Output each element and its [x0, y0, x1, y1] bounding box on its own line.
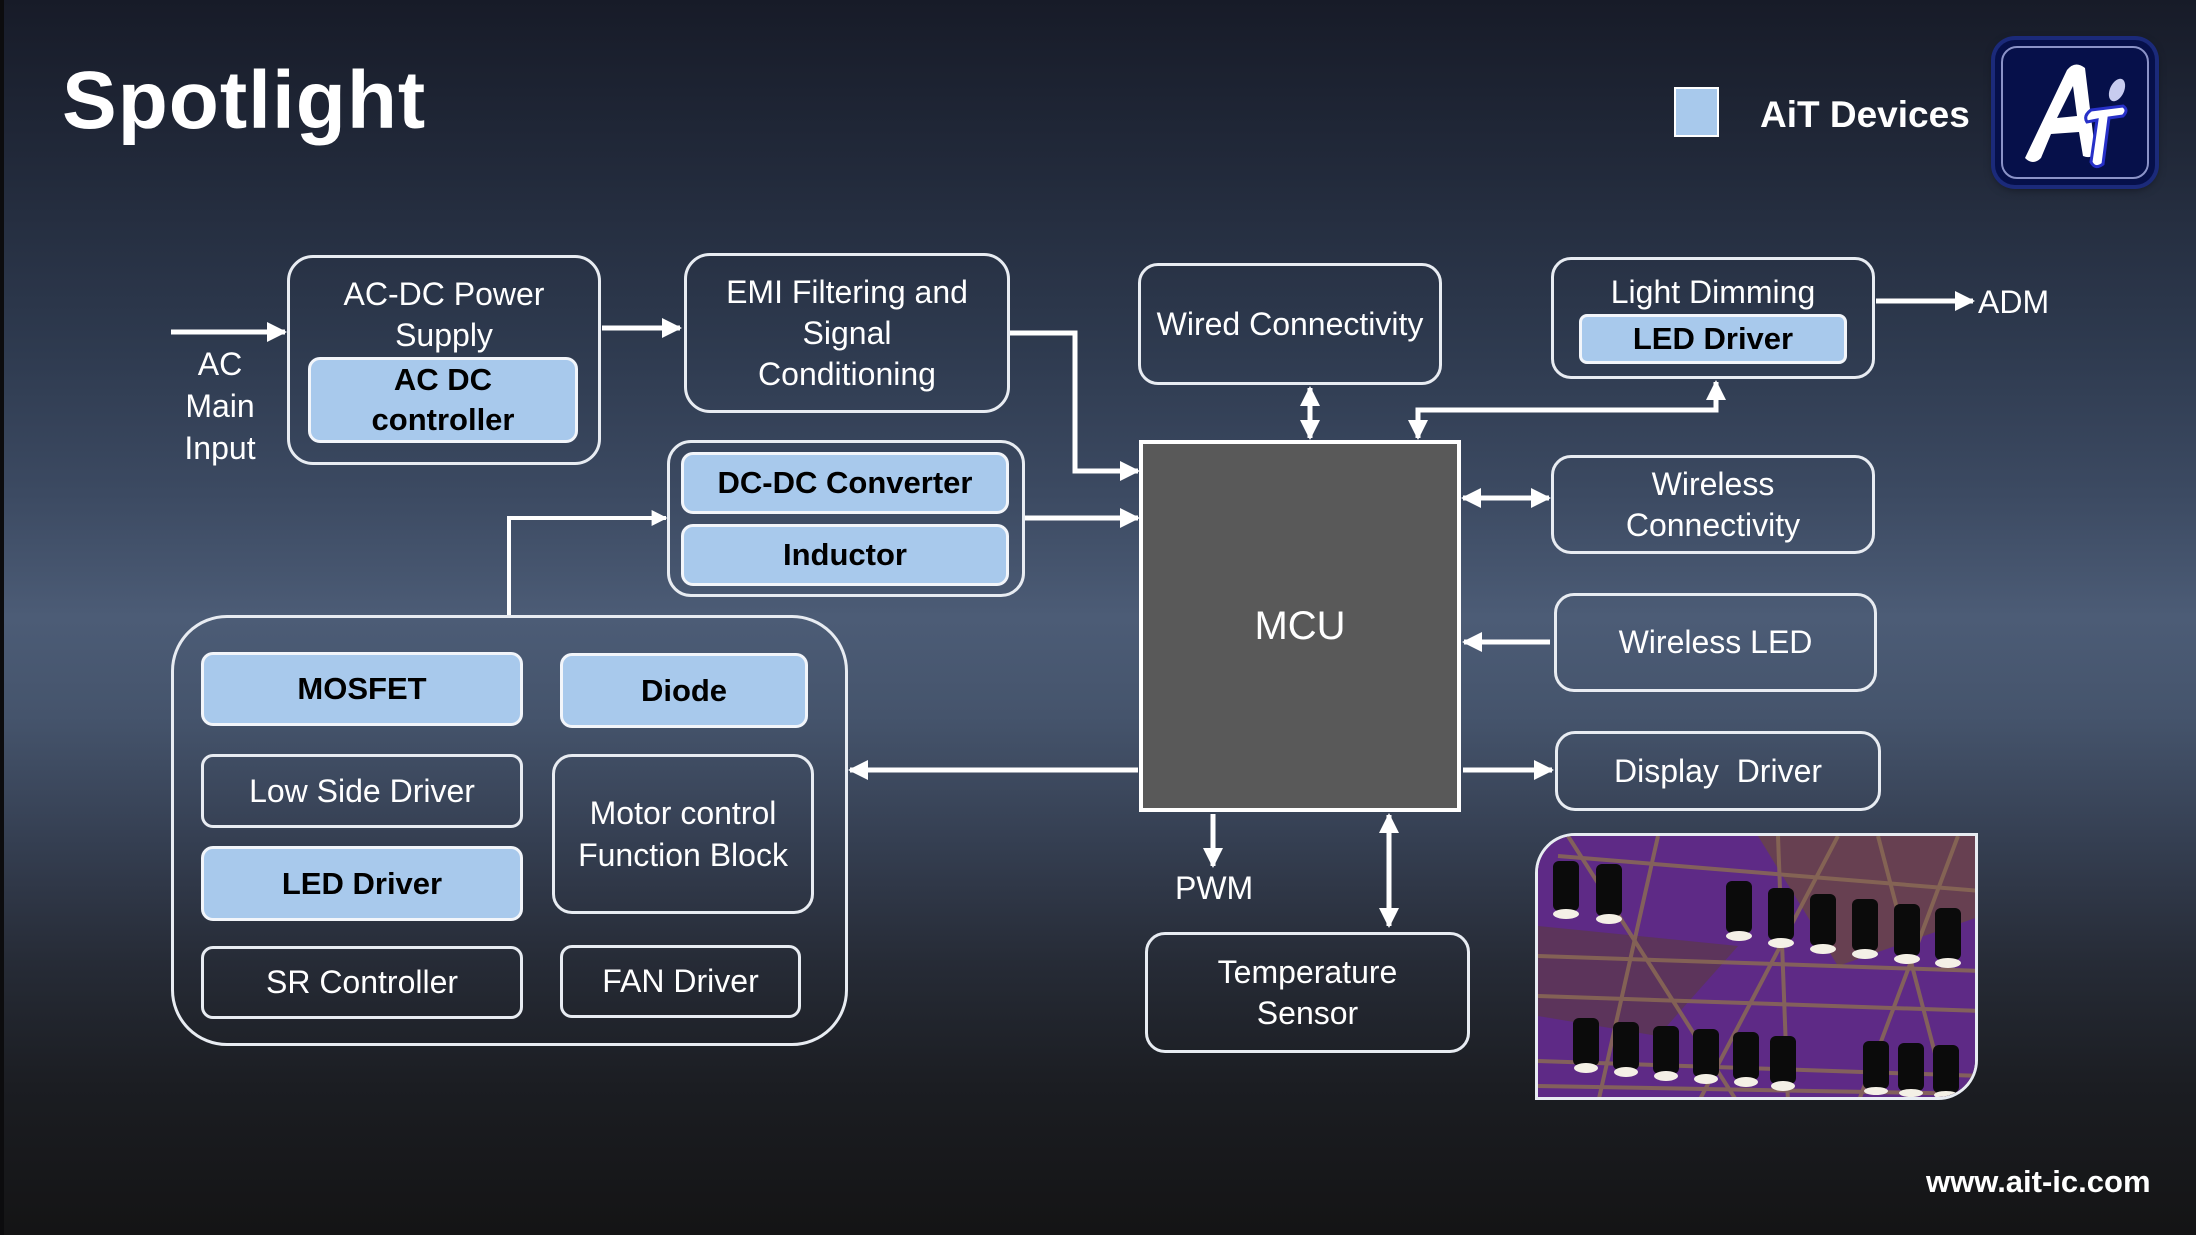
- fan-driver-label: FAN Driver: [602, 963, 759, 999]
- ac-dc-controller-line-1: AC DC: [393, 362, 493, 397]
- website-url[interactable]: www.ait-ic.com: [1926, 1164, 2151, 1199]
- spotlight-photo-illustration: [1538, 836, 1975, 1097]
- low-side-driver-label: Low Side Driver: [249, 772, 475, 809]
- slide-left-edge: [0, 0, 4, 1235]
- block-ac-dc-power-supply[interactable]: AC-DC Power Supply: [287, 255, 601, 465]
- spotlight-photo: [1535, 833, 1978, 1100]
- adm-label: ADM: [1978, 284, 2050, 320]
- ac-main-input-label: AC Main Input: [172, 343, 268, 469]
- spotlight-lenses: [1553, 909, 1961, 1097]
- block-dc-dc-group: [667, 440, 1025, 597]
- ac-dc-controller-line-2: controller: [371, 402, 515, 437]
- block-wireless-led[interactable]: Wireless LED: [1554, 593, 1877, 692]
- arrow-power-group-to-dcdc: [507, 510, 668, 615]
- block-emi-filtering[interactable]: EMI Filtering and Signal Conditioning: [684, 253, 1010, 413]
- sr-controller-label: SR Controller: [265, 964, 459, 1000]
- wireless-led-label: Wireless LED: [1618, 624, 1813, 660]
- device-dc-dc-converter[interactable]: DC-DC Converter: [681, 452, 1009, 514]
- motor-control-line-1: Motor control: [589, 795, 777, 831]
- device-mosfet[interactable]: MOSFET: [201, 652, 523, 726]
- block-fan-driver[interactable]: FAN Driver: [560, 945, 801, 1018]
- block-wireless-connectivity[interactable]: Wireless Connectivity: [1551, 455, 1875, 554]
- arrow-emi-to-mcu: [1008, 330, 1140, 481]
- ac-label-line-2: Main: [185, 388, 255, 424]
- pwm-label: PWM: [1175, 870, 1254, 906]
- ac-label-line-1: AC: [197, 346, 243, 382]
- block-power-group: [171, 615, 848, 1046]
- block-display-driver[interactable]: Display Driver: [1555, 731, 1881, 811]
- legend-swatch-ait-devices: [1674, 87, 1719, 137]
- block-light-dimming[interactable]: Light Dimming: [1551, 257, 1875, 379]
- mcu-label: MCU: [1254, 604, 1346, 648]
- block-wired-connectivity[interactable]: Wired Connectivity: [1138, 263, 1442, 385]
- block-low-side-driver[interactable]: Low Side Driver: [201, 754, 523, 828]
- motor-control-line-2: Function Block: [578, 837, 788, 873]
- temperature-sensor-line-1: Temperature: [1217, 953, 1398, 990]
- block-motor-control[interactable]: Motor control Function Block: [552, 754, 814, 914]
- ac-dc-title-line-2: Supply: [395, 317, 493, 353]
- light-dimming-label: Light Dimming: [1610, 274, 1816, 310]
- display-driver-label: Display Driver: [1613, 752, 1823, 789]
- slide-title: Spotlight: [62, 55, 427, 146]
- wireless-connectivity-line-1: Wireless: [1651, 465, 1775, 502]
- emi-title-line-2: Signal: [802, 314, 892, 351]
- device-inductor[interactable]: Inductor: [681, 524, 1009, 586]
- arrow-mcu-light-dimming: [1408, 380, 1726, 440]
- ac-dc-title-line-1: AC-DC Power: [343, 276, 545, 312]
- emi-title-line-1: EMI Filtering and: [726, 273, 968, 310]
- emi-title-line-3: Conditioning: [758, 355, 936, 392]
- block-sr-controller[interactable]: SR Controller: [201, 946, 523, 1019]
- wired-connectivity-label: Wired Connectivity: [1156, 305, 1424, 342]
- ac-label-line-3: Input: [184, 430, 256, 466]
- ait-logo-icon: [1995, 40, 2155, 185]
- temperature-sensor-line-2: Sensor: [1256, 994, 1359, 1031]
- wireless-connectivity-line-2: Connectivity: [1625, 506, 1801, 543]
- spotlight-fixtures: [1553, 861, 1961, 1093]
- legend-label: AiT Devices: [1760, 94, 1970, 135]
- block-temperature-sensor[interactable]: Temperature Sensor: [1145, 932, 1470, 1053]
- device-led-driver[interactable]: LED Driver: [201, 846, 523, 921]
- block-mcu[interactable]: MCU: [1139, 440, 1461, 812]
- logo-frame: [2001, 46, 2149, 179]
- device-diode[interactable]: Diode: [560, 653, 808, 728]
- device-ac-dc-controller[interactable]: AC DC controller: [308, 357, 578, 443]
- device-light-dimming-led-driver[interactable]: LED Driver: [1579, 314, 1847, 364]
- logo-glyph: [2025, 64, 2128, 169]
